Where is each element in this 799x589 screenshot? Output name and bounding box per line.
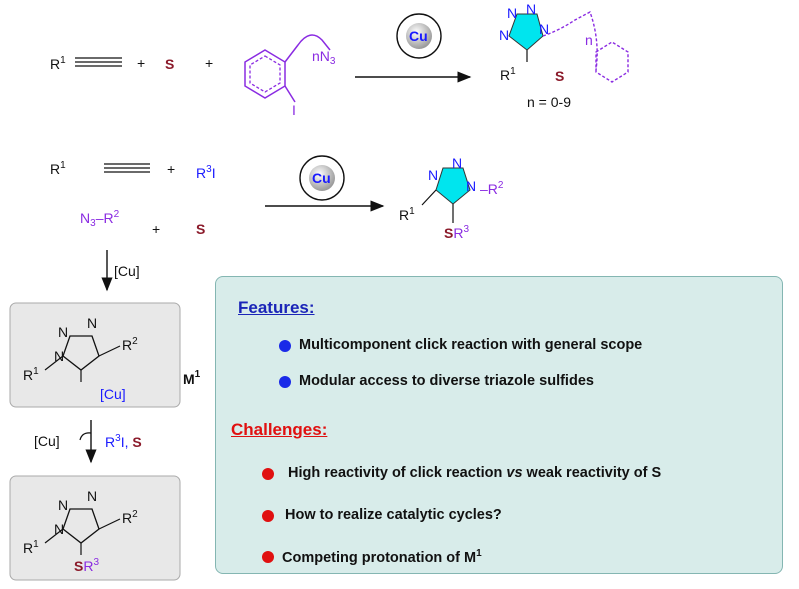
svg-text:I: I — [292, 102, 296, 118]
svg-text:N: N — [58, 497, 68, 513]
svg-text:R1: R1 — [50, 160, 66, 177]
step2-cu: [Cu] — [34, 433, 60, 449]
bullet-icon — [262, 468, 274, 480]
svg-text:R1: R1 — [500, 66, 516, 83]
svg-text:n: n — [585, 32, 593, 48]
plus-sign: + — [167, 161, 175, 177]
triazole-sulfide-product: N N N R2 R1 SR3 — [23, 488, 138, 574]
features-title: Features: — [238, 298, 315, 317]
product-box — [9, 475, 181, 581]
catalyst-cu-2: Cu — [299, 155, 345, 201]
catalyst-cu-1: Cu — [396, 13, 442, 59]
aryl-iodide: R3I — [196, 164, 216, 181]
step1-cu: [Cu] — [114, 263, 140, 279]
svg-text:N: N — [526, 1, 536, 17]
sulfur-reagent-2: S — [196, 221, 205, 237]
bullet-icon — [262, 510, 274, 522]
challenge-item-3: Competing protonation of M1 — [282, 548, 482, 566]
svg-text:N: N — [539, 21, 549, 37]
m1-label: M1 — [183, 369, 201, 387]
intermediate-m1: N N N R2 R1 [Cu] — [23, 315, 138, 402]
reaction1-aryl-azide: I nN3 — [244, 34, 336, 118]
svg-text:N: N — [87, 488, 97, 504]
svg-text:N: N — [507, 5, 517, 21]
svg-text:N: N — [452, 155, 462, 171]
organic-azide: N3–R2 — [80, 209, 120, 229]
svg-text:S: S — [555, 68, 564, 84]
reaction1-alkyne: R1 — [50, 55, 122, 72]
reaction2-product: N N N –R2 R1 SR3 — [399, 155, 504, 241]
svg-text:R1: R1 — [23, 539, 39, 556]
challenges-title: Challenges: — [231, 420, 328, 439]
svg-text:R1: R1 — [23, 366, 39, 383]
plus-sign: + — [137, 55, 145, 71]
bullet-icon — [279, 340, 291, 352]
svg-text:N: N — [428, 167, 438, 183]
plus-sign: + — [152, 221, 160, 237]
svg-text:–R2: –R2 — [480, 180, 504, 197]
svg-text:R1: R1 — [399, 206, 415, 223]
step2-reagents: R3I, S — [105, 433, 142, 450]
svg-text:N: N — [54, 521, 64, 537]
svg-text:N: N — [58, 324, 68, 340]
bullet-icon — [262, 551, 274, 563]
plus-sign: + — [205, 55, 213, 71]
reaction2-alkyne: R1 — [50, 160, 150, 177]
bullet-icon — [279, 376, 291, 388]
svg-text:N: N — [466, 178, 476, 194]
svg-text:SR3: SR3 — [444, 224, 469, 241]
challenge-item-1: High reactivity of click reaction vs wea… — [288, 465, 662, 481]
svg-text:R1: R1 — [50, 55, 66, 72]
challenge-item-2: How to realize catalytic cycles? — [285, 507, 502, 523]
intermediate-m1-box — [9, 302, 181, 408]
svg-text:N: N — [54, 348, 64, 364]
svg-text:[Cu]: [Cu] — [100, 386, 126, 402]
svg-text:Cu: Cu — [409, 28, 428, 44]
svg-text:N: N — [499, 27, 509, 43]
svg-text:N: N — [87, 315, 97, 331]
svg-text:R2: R2 — [122, 509, 138, 526]
svg-text:nN3: nN3 — [312, 48, 336, 67]
svg-text:R2: R2 — [122, 336, 138, 353]
ring-size-range: n = 0-9 — [527, 94, 571, 110]
svg-text:Cu: Cu — [312, 170, 331, 186]
sulfur-reagent: S — [165, 56, 174, 72]
feature-item-2: Modular access to diverse triazole sulfi… — [299, 373, 594, 389]
svg-text:SR3: SR3 — [74, 557, 99, 574]
features-challenges-panel — [215, 276, 783, 574]
reaction1-product: N N N N n S R1 n = 0-9 — [499, 1, 629, 110]
feature-item-1: Multicomponent click reaction with gener… — [299, 337, 643, 353]
